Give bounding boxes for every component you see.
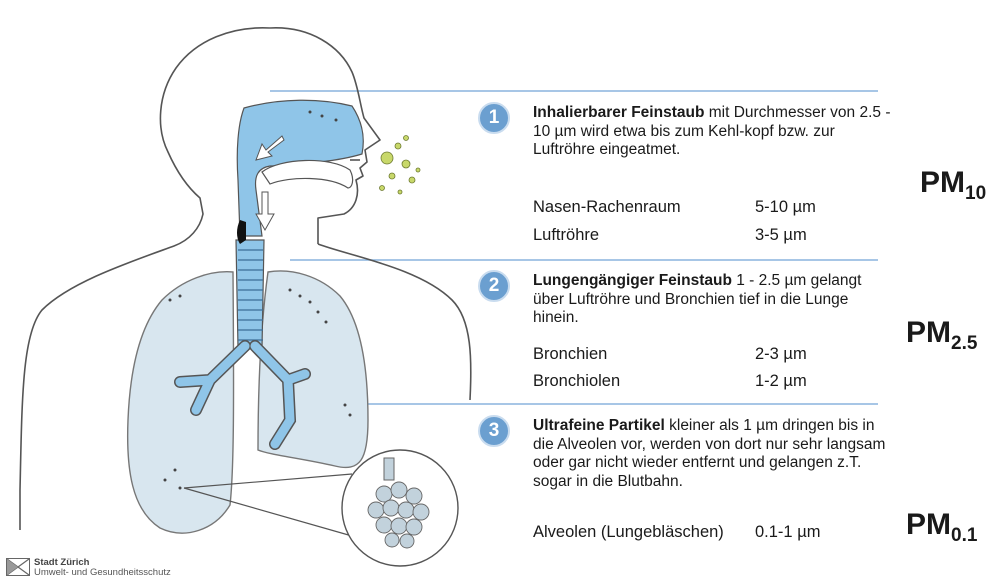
section-title: Ultrafeine Partikel [533, 417, 665, 434]
pm-base: PM [906, 508, 951, 541]
section-description: Inhalierbarer Feinstaub mit Durchmesser … [533, 104, 893, 160]
pm-label: PM2.5 [906, 316, 977, 355]
step-number-badge: 2 [478, 270, 510, 302]
size-value: 2-3 µm [755, 345, 807, 364]
size-value: 0.1-1 µm [755, 523, 820, 542]
size-value: 5-10 µm [755, 198, 816, 217]
pm-subscript: 0.1 [951, 525, 977, 546]
section-title: Lungengängiger Feinstaub [533, 272, 732, 289]
size-value: 1-2 µm [755, 372, 807, 391]
region-label: Bronchien [533, 345, 607, 364]
pm-base: PM [920, 166, 965, 199]
section-description: Lungengängiger Feinstaub 1 - 2.5 µm gela… [533, 272, 893, 328]
region-label: Alveolen (Lungebläschen) [533, 523, 724, 542]
size-value: 3-5 µm [755, 226, 807, 245]
section-description: Ultrafeine Partikel kleiner als 1 µm dri… [533, 417, 893, 491]
pm-label: PM10 [920, 166, 986, 205]
pm-subscript: 10 [965, 183, 986, 204]
throat-mark [237, 220, 246, 244]
pm-base: PM [906, 316, 951, 349]
step-number-badge: 3 [478, 415, 510, 447]
particles [380, 136, 421, 195]
pm-subscript: 2.5 [951, 333, 977, 354]
pm-label: PM0.1 [906, 508, 977, 547]
region-label: Bronchiolen [533, 372, 620, 391]
city-logo-icon [6, 558, 30, 576]
logo-department: Umwelt- und Gesundheitsschutz [34, 568, 171, 578]
step-number-badge: 1 [478, 102, 510, 134]
region-label: Nasen-Rachenraum [533, 198, 681, 217]
section-title: Inhalierbarer Feinstaub [533, 104, 704, 121]
region-label: Luftröhre [533, 226, 599, 245]
logo-text: Stadt Zürich Umwelt- und Gesundheitsschu… [34, 558, 171, 578]
